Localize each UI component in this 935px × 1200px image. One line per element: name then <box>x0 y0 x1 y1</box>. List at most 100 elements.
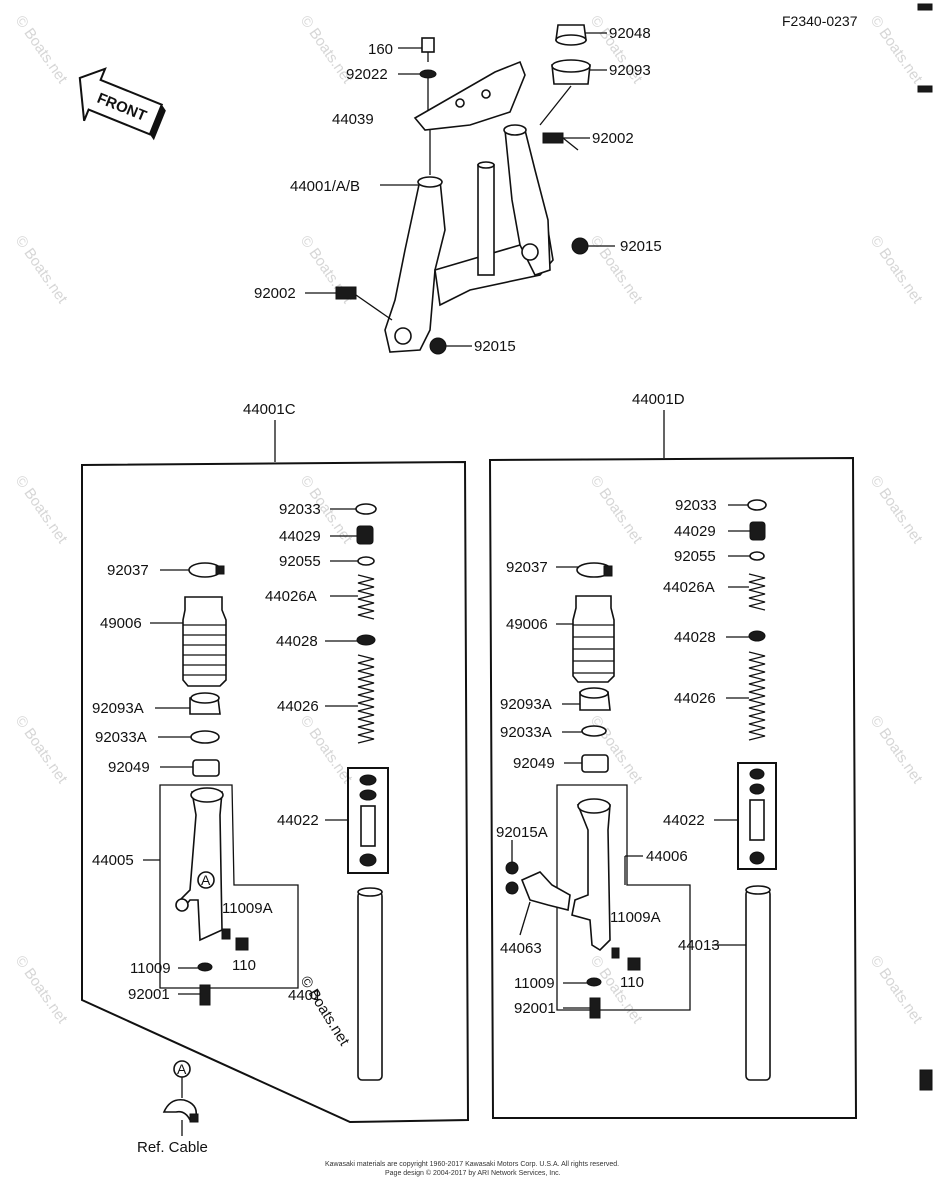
watermark: © Boats.net <box>12 233 71 308</box>
watermark-layer: © Boats.net © Boats.net © Boats.net © Bo… <box>12 13 926 1028</box>
right-gasket-11009a-icon <box>611 947 620 959</box>
right-spring-44026a-icon <box>748 573 766 611</box>
top-leaders <box>305 32 615 347</box>
edge-mark <box>919 1069 933 1091</box>
left-leaders <box>143 508 358 995</box>
label-44039: 44039 <box>332 111 374 128</box>
right-label-44026a: 44026A <box>663 579 715 596</box>
left-label-92033a: 92033A <box>95 729 147 746</box>
watermark: © Boats.net <box>12 713 71 788</box>
left-label-92037: 92037 <box>107 562 149 579</box>
right-fork-assembly: 44001D <box>488 391 858 1119</box>
label-92048: 92048 <box>609 25 651 42</box>
left-label-44005: 44005 <box>92 852 134 869</box>
right-label-92001: 92001 <box>514 1000 556 1017</box>
right-label-44022: 44022 <box>663 812 705 829</box>
right-spring-seat-44029-icon <box>749 521 766 541</box>
cable-clamp-icon <box>162 1098 198 1122</box>
watermark: © Boats.net <box>867 13 926 88</box>
right-bolt-92001-icon <box>589 997 601 1019</box>
ref-cable-note: A Ref. Cable <box>137 1060 208 1156</box>
watermark: © Boats.net <box>867 473 926 548</box>
right-bushing-92049-icon <box>581 754 609 773</box>
right-label-44026: 44026 <box>674 690 716 707</box>
right-label-110: 110 <box>620 974 644 991</box>
watermark: © Boats.net <box>867 233 926 308</box>
left-label-92055: 92055 <box>279 553 321 570</box>
left-assembly-title: 44001C <box>243 401 296 418</box>
left-fork-assembly: 44001C A <box>81 401 470 1124</box>
edge-mark <box>917 3 933 11</box>
copyright-line-2: Page design © 2004-2017 by ARI Network S… <box>385 1169 561 1177</box>
front-arrow-icon: FRONT <box>78 67 166 141</box>
caliper-bracket-44063-icon <box>520 871 571 911</box>
label-44001ab: 44001/A/B <box>290 178 360 195</box>
circlip-92033a-icon <box>190 730 220 744</box>
watermark: © Boats.net <box>12 953 71 1028</box>
left-label-11009a: 11009A <box>222 900 273 917</box>
steering-stem-shaft-icon <box>477 164 495 276</box>
right-label-92093a: 92093A <box>500 696 552 713</box>
right-damper-box-44022 <box>737 762 777 870</box>
circlip-92033-icon <box>355 503 377 515</box>
handle-holder-plate-icon <box>413 60 526 131</box>
right-label-92049: 92049 <box>513 755 555 772</box>
left-label-44029: 44029 <box>279 528 321 545</box>
label-92002-left: 92002 <box>254 285 296 302</box>
left-assembly-frame <box>81 460 470 1124</box>
right-label-44028: 44028 <box>674 629 716 646</box>
right-label-11009a: 11009A <box>610 909 661 926</box>
diagram-id: F2340-0237 <box>782 13 858 29</box>
right-inner-tube-44013-icon <box>745 889 771 1081</box>
left-label-11009: 11009 <box>130 960 171 977</box>
right-gasket-11009-icon <box>586 977 602 987</box>
right-circlip-92033-icon <box>747 499 767 511</box>
right-label-92055: 92055 <box>674 548 716 565</box>
right-label-92015a: 92015A <box>496 824 548 841</box>
right-spring-44026-icon <box>748 651 766 741</box>
right-label-92033a: 92033A <box>500 724 552 741</box>
bolt-92001-icon <box>199 984 211 1006</box>
right-label-92033: 92033 <box>675 497 717 514</box>
gasket-11009a-icon <box>221 928 231 940</box>
left-label-44026a: 44026A <box>265 588 317 605</box>
right-drain-bolt-110-icon <box>627 957 641 971</box>
right-label-44013: 44013 <box>678 937 720 954</box>
bolt-92002-icon <box>542 132 564 144</box>
watermark: © Boats.net <box>867 713 926 788</box>
right-label-49006: 49006 <box>506 616 548 633</box>
edge-mark <box>917 85 933 93</box>
right-leaders <box>511 504 750 1009</box>
left-label-92093a: 92093A <box>92 700 144 717</box>
right-washer-44028-icon <box>748 630 766 642</box>
left-label-4401: 4401 <box>288 987 321 1004</box>
right-assembly-title: 44001D <box>632 391 685 408</box>
watermark: © Boats.net <box>587 473 646 548</box>
left-label-44022: 44022 <box>277 812 319 829</box>
bolt-92002-left-icon <box>335 286 357 300</box>
label-92093: 92093 <box>609 62 651 79</box>
spring-seat-44029-icon <box>356 525 374 545</box>
copyright-line-1: Kawasaki materials are copyright 1960-20… <box>325 1161 619 1168</box>
nut-92015a-icon <box>505 861 519 875</box>
watermark-inline: © Boats.net <box>297 973 354 1049</box>
right-assembly-frame <box>488 456 858 1119</box>
bushing-92049-icon <box>192 759 220 777</box>
spring-44026a-icon <box>357 574 375 620</box>
right-label-92037: 92037 <box>506 559 548 576</box>
right-oring-92055-icon <box>749 551 765 561</box>
dust-boot-49006-icon <box>182 596 227 687</box>
nut-92015-icon <box>571 237 589 255</box>
right-dust-boot-49006-icon <box>572 595 615 683</box>
watermark: © Boats.net <box>12 13 71 88</box>
left-lower-tube-outline <box>159 784 299 989</box>
watermark: © Boats.net <box>867 953 926 1028</box>
left-label-92049: 92049 <box>108 759 150 776</box>
right-lower-tube-outline <box>556 784 691 1011</box>
right-circlip-92033a-icon <box>581 725 607 737</box>
left-label-49006: 49006 <box>100 615 142 632</box>
piston-44022-icon <box>360 805 376 847</box>
label-92002-right: 92002 <box>592 130 634 147</box>
left-label-110: 110 <box>232 957 256 974</box>
